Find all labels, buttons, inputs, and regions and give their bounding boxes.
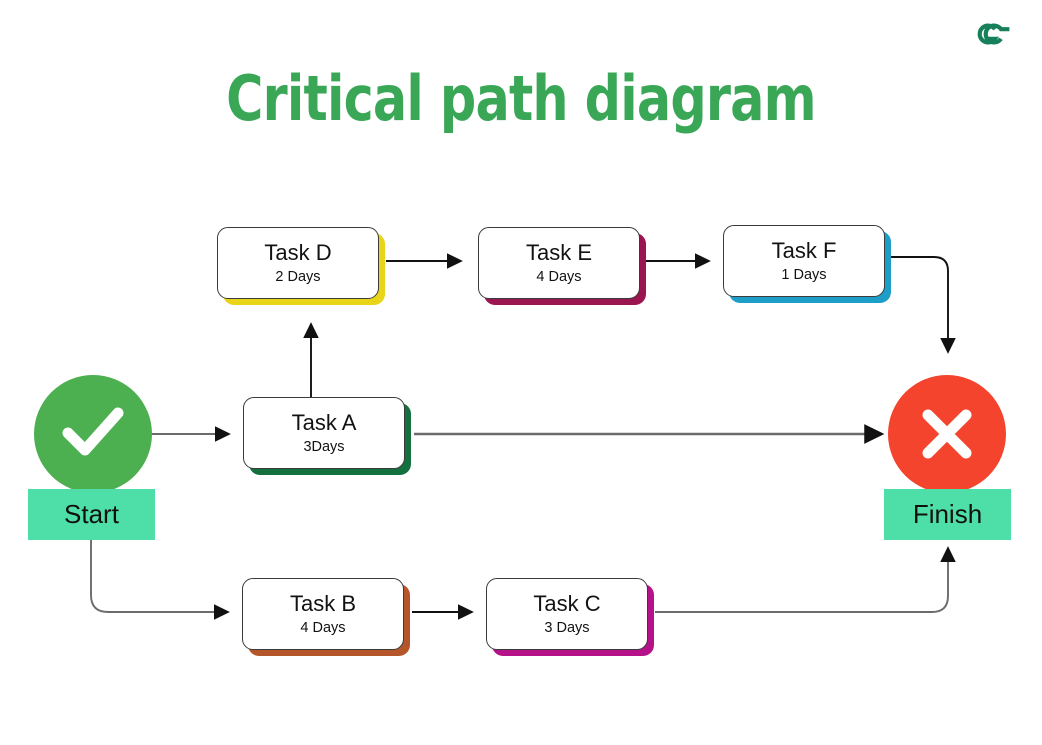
page-title: Critical path diagram bbox=[226, 62, 816, 135]
task-node-c[interactable]: Task C 3 Days bbox=[486, 578, 648, 650]
task-b-duration: 4 Days bbox=[300, 619, 346, 636]
task-f-title: Task F bbox=[771, 238, 837, 264]
task-b-title: Task B bbox=[289, 591, 357, 617]
edge-start-to-task-b bbox=[90, 540, 230, 620]
task-c-duration: 3 Days bbox=[544, 619, 590, 636]
task-d-duration: 2 Days bbox=[275, 268, 321, 285]
task-node-a[interactable]: Task A 3Days bbox=[243, 397, 405, 469]
start-node-label[interactable]: Start bbox=[28, 489, 155, 540]
edge-task-c-to-finish bbox=[655, 546, 956, 613]
task-a-title: Task A bbox=[291, 410, 357, 436]
task-e-title: Task E bbox=[525, 240, 593, 266]
start-node-circle[interactable] bbox=[34, 375, 152, 493]
finish-node-label[interactable]: Finish bbox=[884, 489, 1011, 540]
task-e-duration: 4 Days bbox=[536, 268, 582, 285]
task-node-d[interactable]: Task D 2 Days bbox=[217, 227, 379, 299]
finish-label-text: Finish bbox=[912, 499, 983, 529]
task-node-f[interactable]: Task F 1 Days bbox=[723, 225, 885, 297]
task-c-title: Task C bbox=[533, 591, 601, 617]
logo-icon bbox=[977, 23, 1010, 45]
task-node-b[interactable]: Task B 4 Days bbox=[242, 578, 404, 650]
start-label-text: Start bbox=[64, 499, 119, 529]
finish-node-circle[interactable] bbox=[888, 375, 1006, 493]
task-d-title: Task D bbox=[264, 240, 332, 266]
task-f-duration: 1 Days bbox=[781, 266, 827, 283]
edge-task-f-to-finish bbox=[888, 256, 956, 354]
task-a-duration: 3Days bbox=[303, 438, 345, 455]
geeksforgeeks-logo bbox=[968, 18, 1028, 50]
task-node-e[interactable]: Task E 4 Days bbox=[478, 227, 640, 299]
